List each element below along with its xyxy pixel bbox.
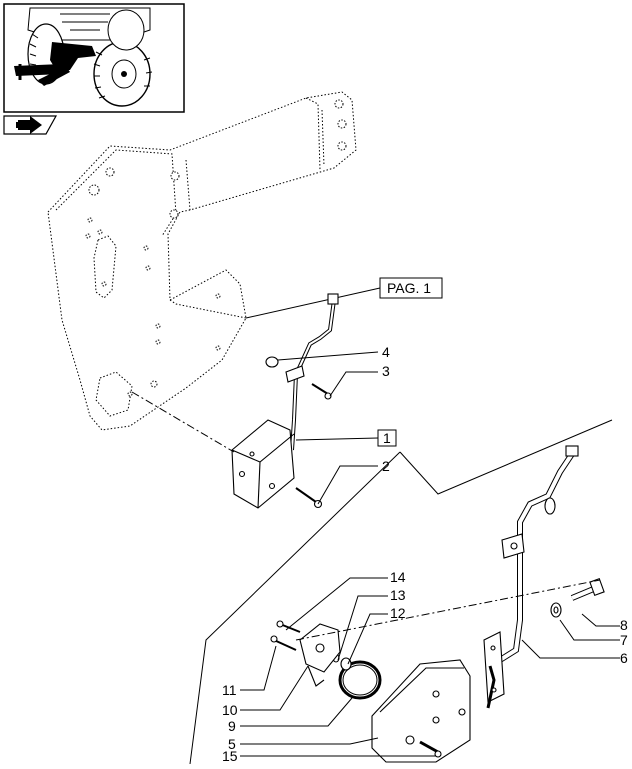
chassis-frame-outline	[47, 91, 357, 431]
page-reference-box[interactable]: PAG. 1	[379, 277, 443, 299]
callout-13: 13	[390, 587, 406, 603]
assembly-reference-label: 1	[383, 430, 391, 446]
callout-4: 4	[382, 344, 390, 360]
callout-12: 12	[390, 605, 406, 621]
sensor-assembly-upper	[231, 293, 339, 509]
page-reference-label: PAG. 1	[387, 280, 431, 296]
callout-11: 11	[222, 682, 237, 698]
callout-15: 15	[222, 748, 238, 764]
callout-10: 10	[222, 702, 238, 718]
callout-labels: 4 3 2 14 13 12 8 7 6 11 10 9 5 15	[222, 344, 628, 764]
callout-7: 7	[620, 632, 628, 648]
assembly-reference-box[interactable]: 1	[377, 429, 397, 447]
callout-3: 3	[382, 363, 390, 379]
chassis-holes	[85, 99, 347, 397]
detail-zoom-lines	[189, 419, 613, 765]
upper-leader-lines	[277, 351, 379, 505]
tractor-front-location-icon	[14, 7, 153, 107]
next-page-arrow-icon[interactable]	[3, 115, 58, 135]
callout-5: 5	[228, 736, 236, 752]
detail-leader-lines	[240, 577, 620, 757]
callout-9: 9	[228, 718, 236, 734]
callout-8: 8	[620, 617, 628, 633]
callout-14: 14	[390, 569, 406, 585]
location-thumbnail	[3, 3, 185, 113]
sensor-assembly-detail	[270, 445, 605, 763]
callout-2: 2	[382, 458, 390, 474]
callout-6: 6	[620, 650, 628, 666]
